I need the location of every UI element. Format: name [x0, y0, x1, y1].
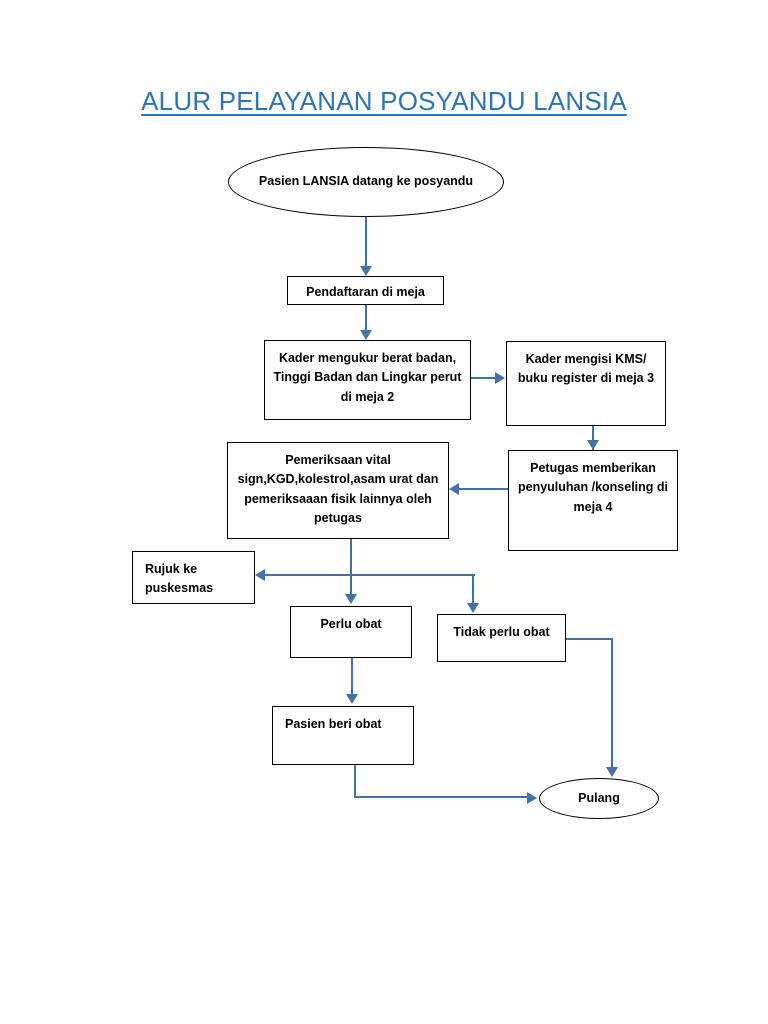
node-meja4: Petugas memberikan penyuluhan /konseling…	[508, 450, 678, 551]
node-pemeriksaan-label: Pemeriksaan vital sign,KGD,kolestrol,asa…	[237, 453, 439, 526]
node-meja2-label: Kader mengukur berat badan, Tinggi Badan…	[273, 351, 462, 404]
arrowhead-pemeriksaan-to-perlu-obat	[345, 594, 357, 604]
page-title: ALUR PELAYANAN POSYANDU LANSIA	[141, 86, 627, 116]
node-meja2: Kader mengukur berat badan, Tinggi Badan…	[264, 340, 471, 420]
node-tidak-perlu-obat-label: Tidak perlu obat	[453, 625, 550, 639]
arrowhead-pemeriksaan-to-tidak-perlu	[467, 603, 479, 613]
connector-pemeriksaan-to-tidak-perlu-horizontal	[350, 574, 474, 577]
arrowhead-pemeriksaan-to-rujuk	[255, 569, 265, 581]
arrowhead-perlu-obat-to-beri-obat	[346, 694, 358, 704]
connector-pemeriksaan-to-perlu-obat	[350, 539, 353, 597]
connector-pendaftaran-to-meja2	[365, 305, 368, 332]
connector-meja4-to-pemeriksaan	[459, 488, 508, 491]
connector-start-to-pendaftaran	[365, 217, 368, 268]
node-start: Pasien LANSIA datang ke posyandu	[228, 147, 504, 217]
connector-meja2-to-meja3	[471, 377, 497, 380]
node-pulang-label: Pulang	[578, 790, 620, 805]
node-rujuk-label: Rujuk ke puskesmas	[145, 562, 214, 596]
node-rujuk: Rujuk ke puskesmas	[132, 551, 255, 604]
node-perlu-obat: Perlu obat	[290, 606, 412, 658]
node-start-label: Pasien LANSIA datang ke posyandu	[258, 174, 474, 189]
connector-beri-obat-to-pulang-horizontal	[354, 796, 529, 799]
node-pasien-beri-obat: Pasien beri obat	[272, 706, 414, 765]
arrowhead-meja4-to-pemeriksaan	[449, 483, 459, 495]
connector-pemeriksaan-to-tidak-perlu-vertical	[472, 574, 475, 606]
node-pulang: Pulang	[539, 778, 659, 819]
arrowhead-pendaftaran-to-meja2	[360, 330, 372, 340]
node-meja3: Kader mengisi KMS/ buku register di meja…	[506, 341, 666, 426]
arrowhead-meja2-to-meja3	[495, 372, 505, 384]
arrowhead-beri-obat-to-pulang	[527, 792, 537, 804]
connector-meja3-to-meja4	[592, 426, 595, 450]
node-pasien-beri-obat-label: Pasien beri obat	[285, 717, 382, 731]
node-pendaftaran-label: Pendaftaran di meja	[306, 285, 425, 299]
connector-tidak-perlu-to-pulang-horizontal	[566, 638, 613, 641]
node-meja3-label: Kader mengisi KMS/ buku register di meja…	[517, 352, 655, 386]
node-perlu-obat-label: Perlu obat	[320, 617, 382, 631]
connector-beri-obat-to-pulang-vertical	[354, 765, 357, 798]
arrowhead-meja3-to-meja4	[587, 440, 599, 450]
arrowhead-tidak-perlu-to-pulang	[606, 767, 618, 777]
node-tidak-perlu-obat: Tidak perlu obat	[437, 614, 566, 662]
connector-tidak-perlu-to-pulang-vertical	[611, 638, 614, 769]
connector-perlu-obat-to-beri-obat	[351, 658, 354, 698]
arrowhead-start-to-pendaftaran	[360, 266, 372, 276]
node-pemeriksaan: Pemeriksaan vital sign,KGD,kolestrol,asa…	[227, 442, 449, 539]
node-pendaftaran: Pendaftaran di meja	[287, 276, 444, 305]
node-meja4-label: Petugas memberikan penyuluhan /konseling…	[517, 461, 668, 514]
